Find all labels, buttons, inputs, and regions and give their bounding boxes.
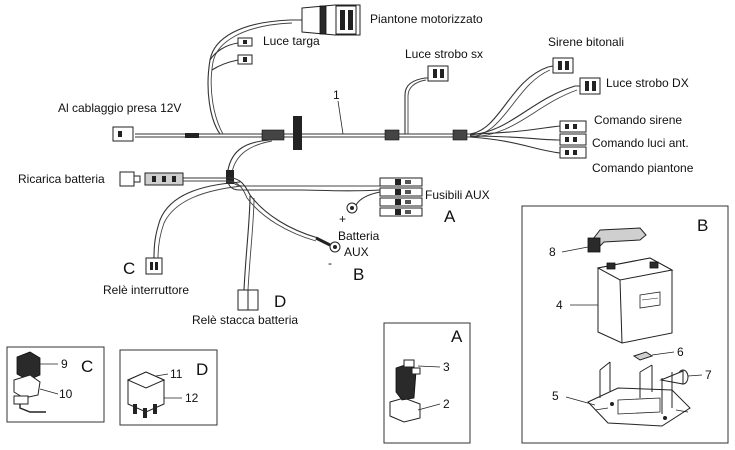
number-11: 11 bbox=[170, 367, 183, 381]
ricarica-batteria-connector bbox=[119, 171, 184, 187]
label-luce-targa: Luce targa bbox=[263, 34, 320, 48]
fuse-holder bbox=[389, 359, 421, 423]
label-sirene-bitonali: Sirene bitonali bbox=[548, 35, 624, 49]
box-c: C 9 10 bbox=[6, 346, 105, 423]
number-12: 12 bbox=[185, 391, 199, 405]
luce-targa-connector bbox=[237, 37, 253, 65]
label-batteria: Batteria bbox=[338, 229, 380, 243]
battery-plus-terminal bbox=[346, 202, 358, 214]
label-luce-strobo-sx: Luce strobo sx bbox=[405, 47, 483, 61]
relay-interruttore bbox=[13, 351, 46, 413]
harness-wrap bbox=[384, 129, 400, 141]
harness-clip bbox=[293, 116, 302, 150]
main-harness bbox=[112, 4, 601, 311]
box-b-letter: B bbox=[697, 216, 708, 235]
label-luce-strobo-dx: Luce strobo DX bbox=[606, 76, 689, 90]
label-plus: + bbox=[339, 212, 346, 226]
label-rele-interruttore: Relè interruttore bbox=[103, 283, 189, 297]
harness-wrap bbox=[261, 129, 285, 141]
box-b: B 8 4 6 7 bbox=[521, 205, 729, 444]
label-al-cablaggio: Al cablaggio presa 12V bbox=[58, 101, 181, 115]
box-c-letter: C bbox=[81, 357, 93, 376]
label-rele-stacca: Relè stacca batteria bbox=[192, 313, 298, 327]
rele-interruttore-connector bbox=[145, 257, 163, 275]
box-d: D 11 12 bbox=[119, 349, 218, 426]
box-a-letter: A bbox=[451, 327, 463, 346]
comandi-connector bbox=[559, 120, 587, 159]
battery bbox=[596, 257, 674, 344]
label-piantone-motorizzato: Piantone motorizzato bbox=[370, 12, 483, 26]
battery-minus-terminal bbox=[315, 236, 341, 253]
label-minus: - bbox=[328, 256, 332, 270]
box-a: A 3 2 bbox=[383, 322, 471, 444]
label-aux: AUX bbox=[344, 245, 369, 259]
letter-a: A bbox=[444, 207, 456, 226]
letter-c: C bbox=[123, 259, 135, 278]
harness-wrap bbox=[185, 133, 199, 138]
number-5: 5 bbox=[552, 389, 559, 403]
number-8: 8 bbox=[549, 245, 556, 259]
number-1: 1 bbox=[333, 88, 340, 102]
number-10: 10 bbox=[59, 387, 73, 401]
number-3: 3 bbox=[443, 360, 450, 374]
number-7: 7 bbox=[705, 368, 712, 382]
relay-stacca bbox=[126, 371, 166, 418]
battery-pad bbox=[632, 351, 654, 361]
presa-12v-connector bbox=[112, 126, 134, 142]
sirene-connector bbox=[552, 57, 574, 74]
strobo-dx-connector bbox=[579, 77, 601, 95]
strobo-sx-connector bbox=[427, 65, 449, 82]
rele-stacca-connector bbox=[237, 289, 259, 311]
number-2: 2 bbox=[443, 397, 450, 411]
box-d-letter: D bbox=[196, 360, 208, 379]
number-9: 9 bbox=[61, 357, 68, 371]
label-comando-piantone: Comando piantone bbox=[592, 161, 694, 175]
fusibili-aux bbox=[379, 177, 423, 217]
harness-clip bbox=[226, 170, 234, 184]
number-6: 6 bbox=[677, 345, 684, 359]
battery-strap bbox=[587, 227, 647, 253]
label-ricarica-batteria: Ricarica batteria bbox=[18, 172, 105, 186]
harness-wrap bbox=[452, 129, 468, 141]
letter-d: D bbox=[274, 292, 286, 311]
number-4: 4 bbox=[556, 298, 563, 312]
label-comando-sirene: Comando sirene bbox=[594, 113, 682, 127]
battery-tray bbox=[587, 361, 691, 427]
letter-b: B bbox=[353, 265, 364, 284]
label-fusibili-aux: Fusibili AUX bbox=[425, 188, 490, 202]
piantone-connector bbox=[301, 4, 361, 36]
label-comando-luci: Comando luci ant. bbox=[592, 136, 689, 150]
